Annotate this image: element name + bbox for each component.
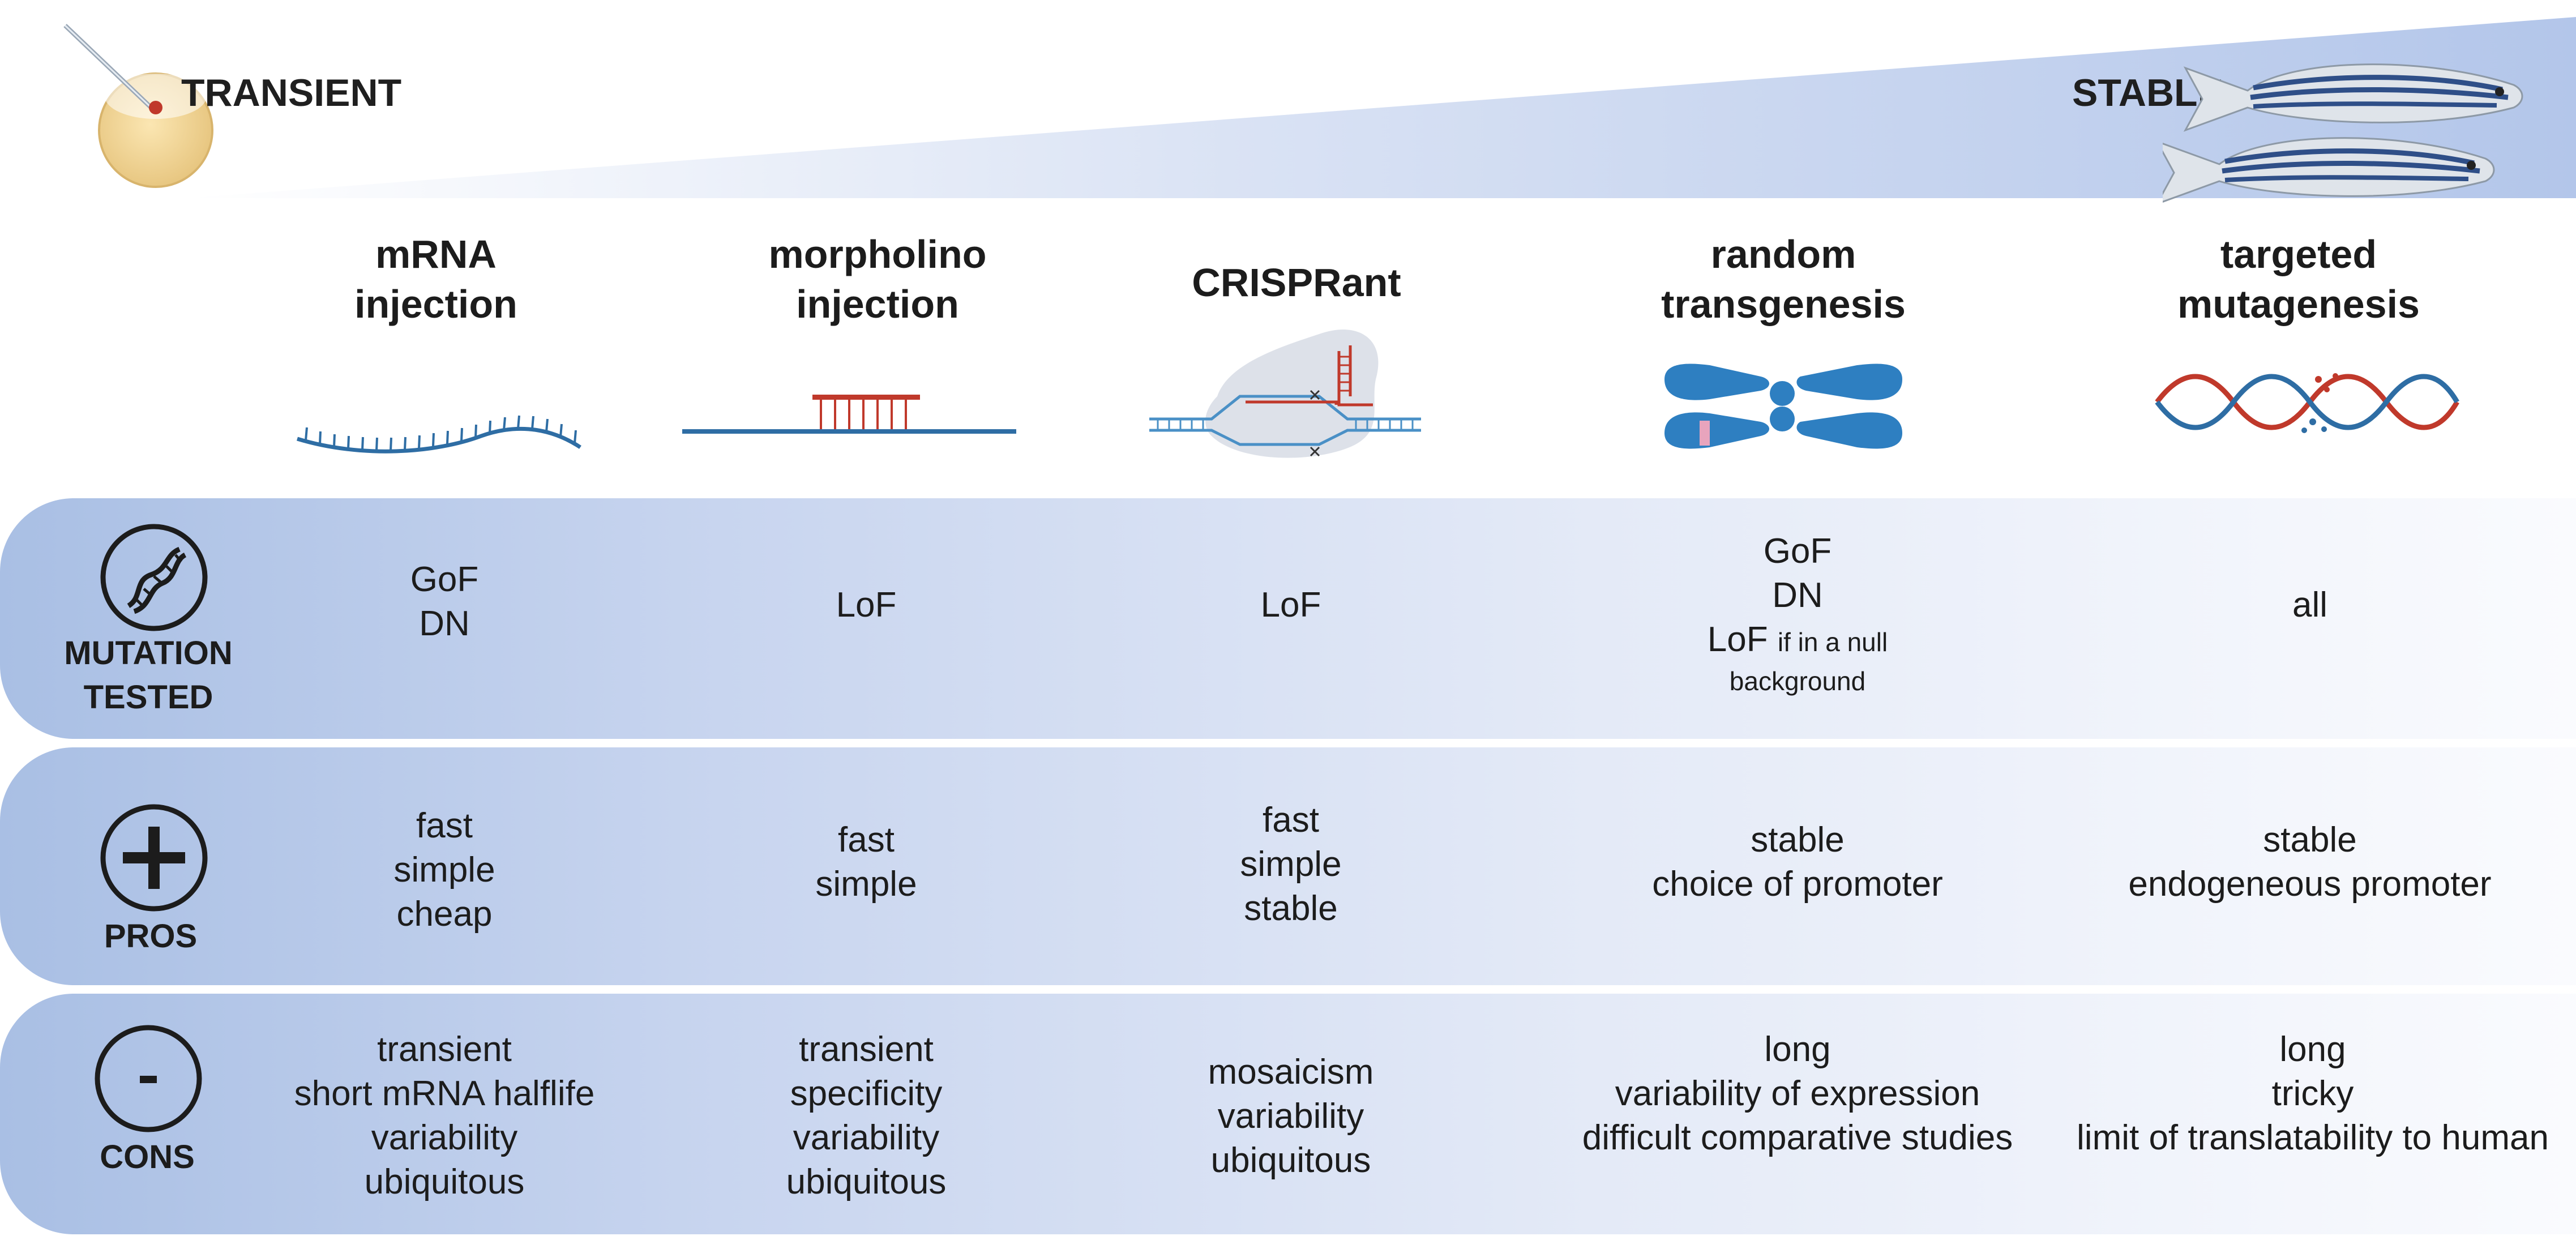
row-band-pros (0, 747, 2576, 985)
cell-mutation-targeted: all (2292, 585, 2328, 625)
plus-circle-icon (100, 804, 208, 912)
zebrafish-icon (2163, 63, 2523, 203)
embryo-injection-icon (63, 24, 213, 188)
transient-label: TRANSIENT (181, 71, 402, 114)
morpholino-icon (682, 395, 1016, 434)
mrna-strand-icon (296, 415, 581, 454)
minus-circle-icon (95, 1025, 202, 1132)
cell-mutation-crisprant: LoF (1260, 585, 1321, 625)
row-band-cons (0, 994, 2576, 1234)
column-title-crisprant: CRISPRant (1192, 260, 1401, 305)
row-band-mutation-tested (0, 498, 2576, 739)
dna-circle-icon (100, 524, 208, 631)
dna-double-helix-icon (2155, 373, 2459, 433)
crispr-cas9-icon (1149, 329, 1421, 458)
transient-to-stable-gradient (187, 17, 2576, 198)
cell-mutation-morpholino: LoF (836, 585, 897, 625)
row-label-cons: CONS (100, 1139, 195, 1175)
row-label-pros: PROS (104, 918, 198, 955)
chromosome-icon (1664, 363, 1902, 449)
